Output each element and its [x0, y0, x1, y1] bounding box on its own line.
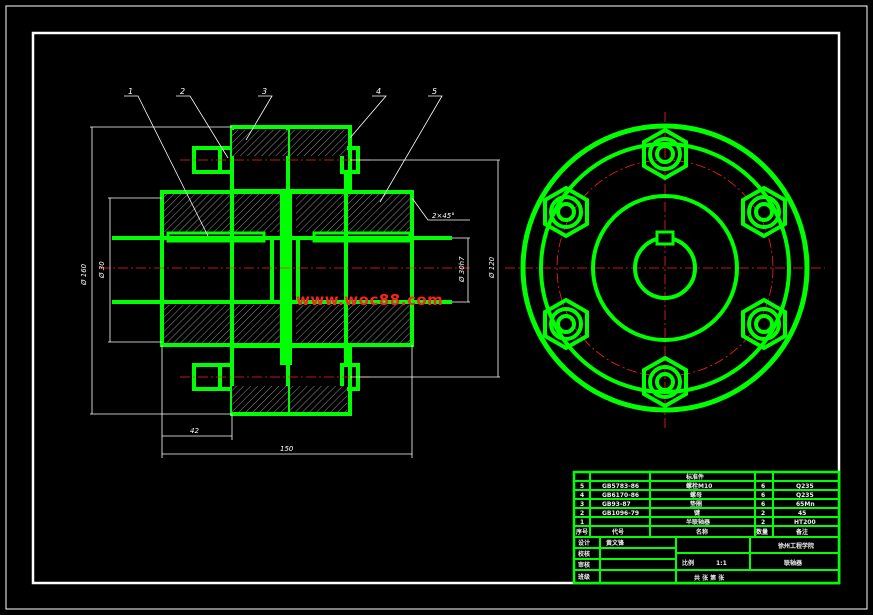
- tb-row4-no: 4: [580, 492, 584, 499]
- bolt-nut-bottom: [642, 355, 688, 409]
- part-label-1: 1: [128, 87, 133, 96]
- bolt-nut-upper-left: [543, 185, 589, 239]
- dim-hub-length: 42: [190, 427, 199, 435]
- hub-circle: [591, 194, 739, 342]
- tb-row3-no: 3: [580, 501, 584, 508]
- center-lines: [100, 159, 470, 378]
- part-label-2: 2: [180, 87, 185, 96]
- dim-outer-dia: Ø 160: [80, 263, 88, 286]
- flange-outer: [520, 123, 810, 413]
- tb-standard-parts: 标准件: [685, 473, 704, 481]
- tb-school: 徐州工程学院: [777, 542, 814, 550]
- tb-row3-qty: 6: [761, 501, 765, 508]
- tb-header-code: 代号: [611, 528, 624, 536]
- watermark: www.woc88.com: [296, 291, 443, 309]
- dim-shaft-dia: Ø 30h7: [458, 256, 466, 283]
- tb-row5-qty: 6: [761, 483, 765, 490]
- outer-frame: [5, 5, 868, 610]
- part-label-5: 5: [432, 87, 437, 96]
- tb-scale-label: 比例: [682, 559, 694, 567]
- front-view: [505, 112, 825, 428]
- tb-label-check: 校核: [578, 550, 590, 558]
- tb-row5-no: 5: [580, 483, 584, 490]
- tb-label-class: 班级: [578, 573, 590, 581]
- tb-row5-code: GB5783-86: [602, 483, 639, 490]
- dim-bolt-circle: Ø 120: [488, 256, 496, 279]
- tb-designer: 黄文锋: [606, 539, 625, 547]
- tb-row5-name: 螺栓M10: [686, 482, 712, 490]
- tb-row1-mat: HT200: [794, 519, 816, 526]
- dim-total-length: 150: [280, 445, 294, 453]
- tb-row3-name: 垫圈: [690, 500, 702, 508]
- part-label-4: 4: [376, 87, 381, 96]
- leader-lines: [124, 95, 443, 237]
- tb-row2-name: 键: [693, 509, 701, 517]
- tb-header-note: 备注: [795, 528, 808, 536]
- dimension-lines: [90, 126, 500, 458]
- tb-label-design: 设计: [578, 539, 590, 547]
- section-view: 1 2 3 4 5 Ø 160 Ø 30 Ø 120 Ø 30h7 2×45° …: [80, 87, 500, 458]
- tb-row3-mat: 65Mn: [796, 501, 815, 508]
- tb-row2-code: GB1096-79: [602, 510, 639, 517]
- tb-label-review: 审核: [578, 561, 590, 569]
- dim-bore-dia: Ø 30: [98, 261, 106, 279]
- tb-row2-mat: 45: [798, 510, 806, 517]
- tb-header-no: 序号: [575, 528, 588, 536]
- tb-header-name: 名称: [696, 528, 708, 536]
- tb-row2-qty: 2: [761, 510, 765, 517]
- tb-row1-name: 半联轴器: [686, 518, 711, 526]
- keyway: [655, 230, 675, 246]
- bolt-nut-lower-right: [741, 297, 787, 351]
- tb-sheet: 共 张 第 张: [694, 574, 725, 582]
- tb-row4-mat: Q235: [796, 492, 814, 499]
- tb-row1-qty: 2: [761, 519, 765, 526]
- tb-scale: 1:1: [716, 560, 727, 567]
- tb-row3-code: GB93-87: [602, 501, 631, 508]
- bolt-nut-top: [642, 127, 688, 181]
- tb-row4-qty: 6: [761, 492, 765, 499]
- bolt-nut-lower-left: [543, 297, 589, 351]
- tb-drawing-title: 联轴器: [784, 559, 803, 567]
- bolt-pattern: [543, 127, 787, 409]
- bolt-nut-upper-right: [741, 185, 787, 239]
- tb-row4-name: 螺母: [690, 491, 702, 499]
- inner-frame: [31, 31, 841, 585]
- part-label-3: 3: [262, 87, 267, 96]
- tb-row5-mat: Q235: [796, 483, 814, 490]
- tb-row1-no: 1: [580, 519, 584, 526]
- tb-header-qty: 数量: [756, 528, 768, 536]
- dim-chamfer: 2×45°: [432, 212, 455, 220]
- tb-row4-code: GB6170-86: [602, 492, 639, 499]
- title-block: 标准件 5 GB5783-86 螺栓M10 6 Q235 4 GB6170-86…: [572, 470, 841, 585]
- center-disc: [270, 190, 300, 365]
- tb-row2-no: 2: [580, 510, 584, 517]
